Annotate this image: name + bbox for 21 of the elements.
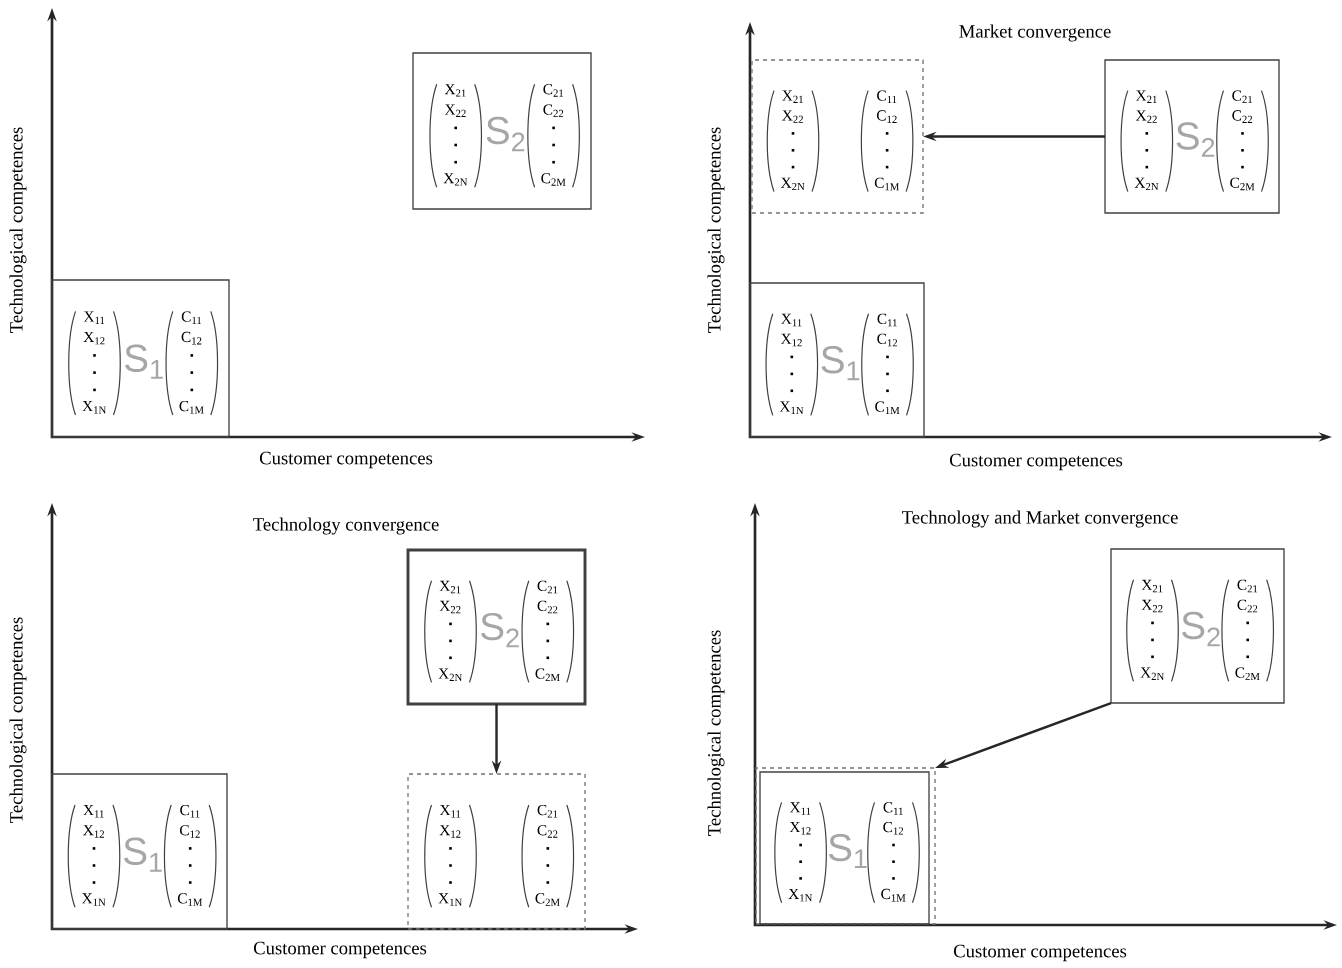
matrix-box: S$_{1}$ X$_{11}$ X$_{12}$ X$_{1N}$ C$_{11}$ C$_{12}$ C$_{1M}$ (749, 282, 925, 438)
matrix-box: S$_{2}$ X$_{21}$ X$_{22}$ X$_{2N}$ C$_{21}$ C$_{22}$ C$_{2M}$ (1104, 59, 1280, 214)
matrix-box: S$_{2}$ X$_{21}$ X$_{22}$ X$_{2N}$ C$_{21}$ C$_{22}$ C$_{2M}$ (406, 548, 587, 706)
matrix-box: X$_{21}$ X$_{22}$ X$_{2N}$ C$_{11}$ C$_{12}$ C$_{1M}$ (751, 59, 924, 214)
axis-label: Technological competences (707, 127, 725, 333)
panel-title: Technology convergence (253, 517, 439, 535)
axis-label: Customer competences (949, 453, 1123, 471)
panel-title: Market convergence (959, 24, 1111, 42)
axis-label: Customer competences (953, 944, 1127, 962)
axis-label: Technological competences (9, 127, 27, 333)
axis-label: Technological competences (707, 630, 725, 836)
axis-label: Technological competences (9, 617, 27, 823)
panel-title: Technology and Market convergence (902, 510, 1178, 528)
matrix-box: S$_{1}$ X$_{11}$ X$_{12}$ X$_{1N}$ C$_{11}$ C$_{12}$ C$_{1M}$ (759, 771, 930, 925)
matrix-box: S$_{1}$ X$_{11}$ X$_{12}$ X$_{1N}$ C$_{11}$ C$_{12}$ C$_{1M}$ (51, 773, 228, 930)
axis-label: Customer competences (253, 941, 427, 959)
matrix-box: X$_{11}$ X$_{12}$ X$_{1N}$ C$_{21}$ C$_{22}$ C$_{2M}$ (407, 773, 586, 930)
axis-label: Customer competences (259, 451, 433, 469)
matrix-box: S$_{2}$ X$_{21}$ X$_{22}$ X$_{2N}$ C$_{21}$ C$_{22}$ C$_{2M}$ (1110, 548, 1285, 704)
matrix-box: S$_{2}$ X$_{21}$ X$_{22}$ X$_{2N}$ C$_{21}$ C$_{22}$ C$_{2M}$ (412, 52, 592, 210)
matrix-box: S$_{1}$ X$_{11}$ X$_{12}$ X$_{1N}$ C$_{11}$ C$_{12}$ C$_{1M}$ (51, 279, 230, 438)
